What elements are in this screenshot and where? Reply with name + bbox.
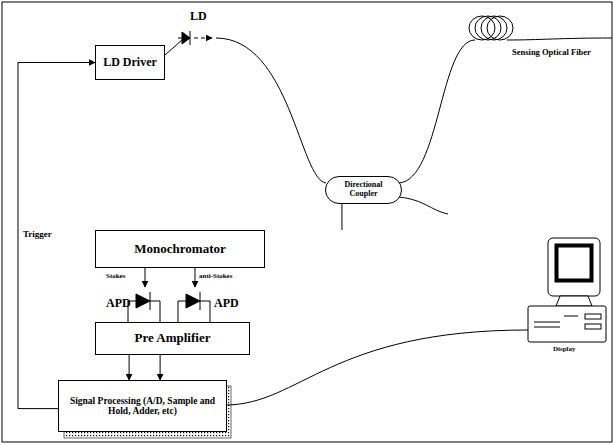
connector <box>18 63 95 409</box>
driver-box: LD Driver <box>95 45 165 80</box>
computer-icon <box>528 238 606 342</box>
node-text: LD Driver <box>103 56 157 69</box>
stokes-path <box>145 268 146 287</box>
edge-label: Trigger <box>22 230 53 240</box>
amplifier-box: Pre Amplifier <box>95 322 250 355</box>
signal-name: anti-Stokes <box>199 273 232 281</box>
optical-fiber <box>216 38 326 183</box>
coupler-shape: Directional Coupler <box>325 176 402 204</box>
connector <box>160 355 161 380</box>
part-name: Display <box>553 346 576 354</box>
optical-fiber <box>399 40 475 183</box>
node-text: Pre Amplifier <box>135 331 211 345</box>
laser-diode-symbol <box>178 31 190 45</box>
apd-symbol <box>128 292 160 322</box>
connector <box>341 204 342 230</box>
fiber-coil <box>469 16 513 40</box>
signal-name: Stokes <box>106 273 125 281</box>
part-name: Sensing Optical Fiber <box>512 48 591 57</box>
process-box: Monochromator <box>95 230 265 268</box>
apd-symbol <box>178 292 210 322</box>
node-text: Directional Coupler <box>330 181 397 199</box>
node-text: Signal Processing (A/D, Sample and Hold,… <box>63 396 222 417</box>
part-name: APD <box>214 297 239 310</box>
process-box: Signal Processing (A/D, Sample and Hold,… <box>58 380 227 432</box>
node-text: Monochromator <box>134 242 225 256</box>
sensing-fiber <box>507 38 612 40</box>
optical-fiber <box>399 197 448 214</box>
anti-stokes-path <box>195 268 196 287</box>
part-name: APD <box>106 297 131 310</box>
connector <box>129 355 130 380</box>
part-name: LD <box>190 10 207 23</box>
drive-wire <box>165 40 182 55</box>
display-cable <box>225 330 528 405</box>
light-arrow <box>194 38 212 39</box>
